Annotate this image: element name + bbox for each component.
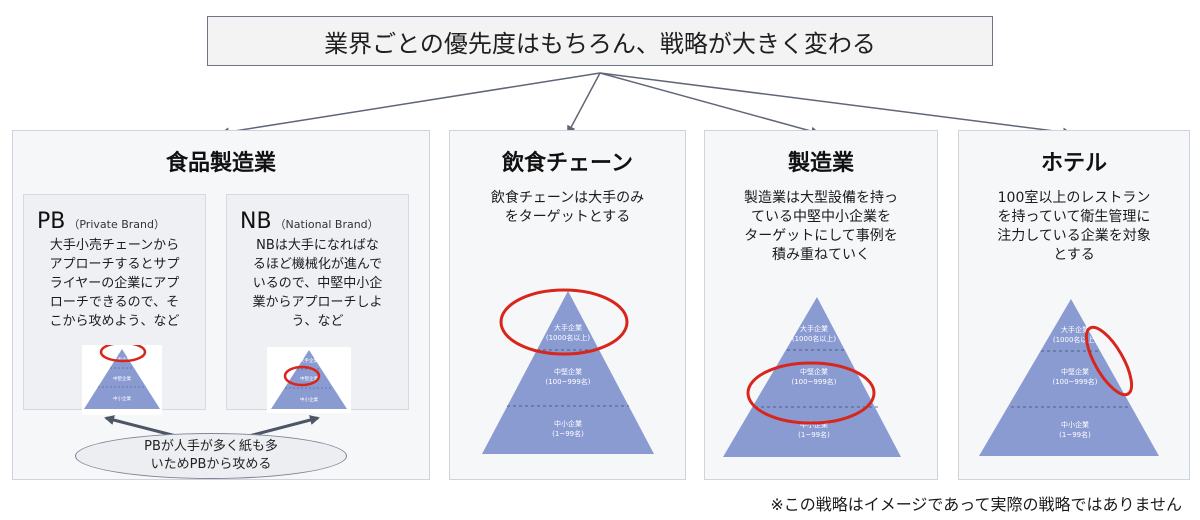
panel-description: 100室以上のレストラン を持っていて衛生管理に 注力している企業を対象 とする	[969, 189, 1179, 265]
tier-name: 中小企業	[554, 419, 582, 428]
panel-title: 食品製造業	[165, 151, 276, 176]
panel-food-manufacturing: 食品製造業 PB（Private Brand） 大手小売チェーンから アプローチ…	[12, 130, 430, 480]
pb-fullname: （Private Brand）	[68, 218, 165, 231]
pyramid-shape	[979, 299, 1159, 456]
pyramid-diagram: 大手企業 (1000名以上) 中堅企業 (100~999名) 中小企業 (1~9…	[482, 288, 654, 454]
tier-range: (100~999名)	[1052, 377, 1097, 386]
tier-name: 中小企業	[800, 420, 828, 429]
note-line: PBが人手が多く紙も多	[144, 439, 278, 454]
desc-line: ている中堅中小企業を	[751, 209, 891, 225]
tier-name: 大手企業	[554, 323, 582, 332]
nb-desc-line: るほど機械化が進んで	[252, 257, 383, 272]
panel-hotel: ホテル 100室以上のレストラン を持っていて衛生管理に 注力している企業を対象…	[958, 130, 1190, 480]
tier-range: (1~99名)	[1059, 430, 1091, 439]
tier-range: (1~99名)	[552, 429, 584, 438]
pb-strategy-note: PBが人手が多く紙も多 いためPBから攻める	[75, 433, 347, 479]
arrow-to-hotel	[599, 72, 1072, 137]
desc-line: 積み重ねていく	[772, 247, 870, 263]
nb-fullname: （National Brand）	[274, 218, 379, 231]
highlight-ellipse	[1084, 325, 1134, 397]
tier-name: 大手企業	[800, 324, 828, 333]
pyramid-shape	[723, 297, 901, 457]
pb-card: PB（Private Brand） 大手小売チェーンから アプローチするとサプ …	[23, 194, 206, 415]
mini-tier-label: 大手企業	[300, 357, 318, 364]
pb-desc-line: こから攻めよう、など	[49, 314, 180, 329]
pb-abbr: PB	[37, 209, 66, 234]
tier-name: 中堅企業	[1061, 367, 1089, 376]
page-title-text: 業界ごとの優先度はもちろん、戦略が大きく変わる	[324, 29, 876, 58]
panel-title: ホテル	[1040, 151, 1107, 176]
mini-tier-label: 大手企業	[113, 356, 131, 363]
mini-tier-label: 中小企業	[113, 395, 131, 402]
tier-name: 中堅企業	[554, 367, 582, 376]
nb-mini-pyramid: 大手企業 中堅企業 中小企業	[271, 350, 347, 409]
desc-line: ターゲットにして事例を	[744, 228, 898, 244]
arrow-to-manufacturing	[599, 72, 820, 136]
desc-line: をターゲットとする	[504, 209, 631, 225]
desc-line: 飲食チェーンは大手のみ	[490, 190, 645, 206]
pb-description: 大手小売チェーンから アプローチするとサプ ライヤーの企業にアプ ローチできるの…	[32, 236, 197, 331]
tier-name: 中堅企業	[800, 367, 828, 376]
desc-line: 製造業は大型設備を持っ	[744, 190, 898, 206]
panel-title: 飲食チェーン	[502, 151, 633, 176]
tier-range: (1000名以上)	[546, 333, 591, 342]
panel-manufacturing: 製造業 製造業は大型設備を持っ ている中堅中小企業を ターゲットにして事例を 積…	[704, 130, 938, 480]
highlight-ellipse	[746, 361, 876, 425]
disclaimer-footnote: ※この戦略はイメージであって実際の戦略ではありません	[770, 495, 1182, 514]
nb-abbr: NB	[240, 209, 272, 234]
nb-desc-line: いるので、中堅中小企	[252, 276, 383, 291]
nb-card: NB（National Brand） NBは大手になればな るほど機械化が進んで…	[226, 194, 409, 413]
nb-desc-line: う、など	[291, 314, 344, 329]
mini-pyramid-shape	[271, 350, 347, 409]
nb-desc-line: NBは大手になればな	[256, 238, 379, 253]
tier-name: 大手企業	[1061, 325, 1089, 334]
pb-desc-line: ローチできるので、そ	[49, 295, 180, 310]
tier-range: (1000名以上)	[792, 334, 837, 343]
panel-restaurant-chain: 飲食チェーン 飲食チェーンは大手のみ をターゲットとする 大手企業 (1000名…	[449, 130, 686, 480]
note-line: いためPBから攻める	[150, 457, 272, 472]
panel-title: 製造業	[787, 151, 854, 176]
nb-heading: NB（National Brand）	[240, 209, 379, 234]
nb-description: NBは大手になればな るほど機械化が進んで いるので、中堅中小企 業からアプロー…	[235, 236, 400, 331]
pyramid-diagram: 大手企業 (1000名以上) 中堅企業 (100~999名) 中小企業 (1~9…	[723, 297, 901, 457]
highlight-ellipse	[283, 365, 321, 387]
pb-heading: PB（Private Brand）	[37, 209, 165, 234]
highlight-ellipse	[499, 288, 629, 356]
desc-line: とする	[1053, 247, 1095, 263]
panel-description: 飲食チェーンは大手のみ をターゲットとする	[460, 189, 675, 227]
tier-range: (100~999名)	[791, 377, 836, 386]
arrow-to-food	[220, 72, 601, 137]
tier-range: (1~99名)	[798, 430, 830, 439]
mini-tier-label: 中小企業	[300, 396, 318, 403]
pb-pyramid-thumbnail: 大手企業 中堅企業 中小企業	[82, 341, 162, 415]
pyramid-diagram: 大手企業 (1000名以上) 中堅企業 (100~999名) 中小企業 (1~9…	[979, 299, 1159, 456]
desc-line: を持っていて衛生管理に	[997, 209, 1151, 225]
pyramid-shape	[482, 291, 654, 454]
tier-range: (1000名以上)	[1053, 335, 1098, 344]
tier-name: 中小企業	[1061, 420, 1089, 429]
page-title: 業界ごとの優先度はもちろん、戦略が大きく変わる	[207, 16, 993, 66]
mini-tier-label: 中堅企業	[300, 375, 318, 382]
pb-desc-line: ライヤーの企業にアプ	[49, 276, 180, 291]
arrow-to-restaurant	[567, 72, 601, 135]
pb-desc-line: 大手小売チェーンから	[49, 238, 180, 253]
mini-tier-label: 中堅企業	[113, 375, 131, 382]
mini-pyramid-shape	[84, 349, 160, 409]
nb-pyramid-thumbnail: 大手企業 中堅企業 中小企業	[267, 347, 351, 413]
nb-desc-line: 業からアプローチしよ	[252, 295, 383, 310]
desc-line: 100室以上のレストラン	[997, 190, 1151, 206]
desc-line: 注力している企業を対象	[997, 228, 1151, 244]
panel-description: 製造業は大型設備を持っ ている中堅中小企業を ターゲットにして事例を 積み重ねて…	[715, 189, 927, 265]
tier-range: (100~999名)	[545, 377, 590, 386]
pb-desc-line: アプローチするとサプ	[49, 257, 180, 272]
